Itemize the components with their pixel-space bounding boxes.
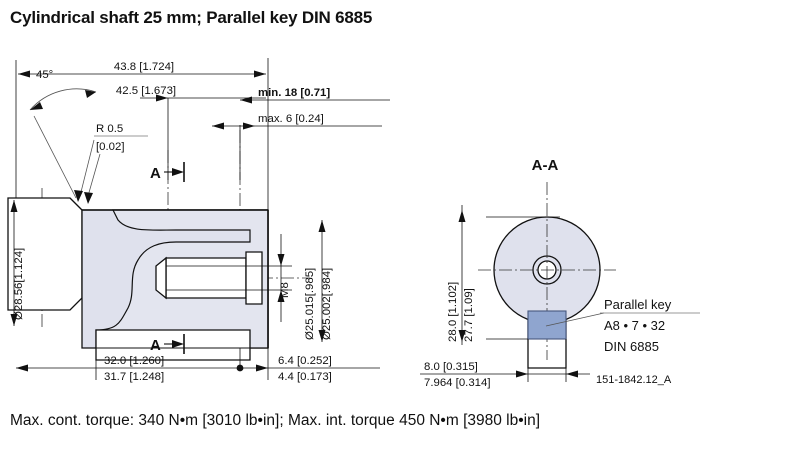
- dim-text-shaft-dia-min: Ø25.002[.984]: [321, 268, 333, 340]
- arrow-right-43-8: [254, 70, 266, 78]
- leader-radius-2: [87, 153, 101, 197]
- arrow-section-height-bottom: [458, 330, 466, 342]
- arrow-key-width-left: [516, 370, 528, 378]
- leader-parallel-key: [545, 312, 605, 327]
- dim-text-key-length-max: 32.0 [1.260]: [104, 355, 164, 367]
- arrow-bottom-right: [256, 364, 268, 372]
- dim-text-overall-length: 43.8 [1.724]: [114, 61, 174, 73]
- arrow-radius-2: [84, 192, 93, 204]
- arrow-bottom-left: [16, 364, 28, 372]
- dim-text-key-end-min: 4.4 [0.173]: [278, 371, 332, 383]
- drawing-number: 151-1842.12_A: [596, 374, 672, 386]
- dim-text-key-length-min: 31.7 [1.248]: [104, 371, 164, 383]
- bottom-dimensions: 32.0 [1.260] 31.7 [1.248] 6.4 [0.252] 4.…: [16, 348, 380, 383]
- dim-text-key-end-max: 6.4 [0.252]: [278, 355, 332, 367]
- bore-end-cap: [245, 251, 263, 305]
- dim-shaft-diameter: Ø25.015[.985] Ø25.002[.984]: [304, 220, 333, 342]
- top-dimensions: 43.8 [1.724] 42.5 [1.673] min. 18 [0.71]…: [15, 58, 390, 210]
- arrow-max6-left: [212, 122, 224, 130]
- chamfer-callouts: 45° R 0.5 [0.02]: [29, 69, 148, 204]
- dim-text-thread-max: max. 6 [0.24]: [258, 113, 324, 125]
- dim-text-key-width-max: 8.0 [0.315]: [424, 361, 478, 373]
- arrow-m8-top: [277, 254, 285, 266]
- chamfer-line: [69, 197, 83, 211]
- arrow-max6-right: [243, 122, 255, 130]
- parallel-key-callout: Parallel key A8 • 7 • 32 DIN 6885: [545, 297, 700, 354]
- arrow-min18: [240, 96, 252, 104]
- dim-text-section-height-max: 28.0 [1.102]: [447, 282, 459, 342]
- section-arrow-head-top: [172, 168, 184, 176]
- arrow-flange-dia-bottom: [10, 314, 18, 326]
- drawing-canvas: 43.8 [1.724] 42.5 [1.673] min. 18 [0.71]…: [7, 58, 700, 389]
- callout-text-line3: DIN 6885: [604, 339, 659, 354]
- dim-thread-max: max. 6 [0.24]: [212, 113, 382, 130]
- parallel-key: [527, 310, 567, 340]
- dim-flange-diameter: Ø28.56[1.124]: [10, 200, 25, 326]
- page-title: Cylindrical shaft 25 mm; Parallel key DI…: [10, 8, 373, 27]
- arrow-section-height-top: [458, 210, 466, 222]
- section-marker-top: A: [150, 162, 185, 182]
- arrow-42-5: [156, 94, 168, 102]
- dim-text-thread-min-depth: min. 18 [0.71]: [258, 87, 330, 99]
- right-vertical-dimensions: M8 Ø25.015[.985] Ø25.002[.984]: [246, 220, 333, 342]
- torque-specification: Max. cont. torque: 340 N•m [3010 lb•in];…: [10, 412, 541, 429]
- section-view-aa: A-A 28.0 [1.102] 27.7 [1.09] 8.0 [0.315]…: [420, 157, 700, 389]
- section-markers: A A: [150, 162, 185, 354]
- dim-m8: M8: [277, 234, 291, 322]
- section-marker-label-bottom: A: [150, 337, 161, 354]
- bore-nose-taper: [155, 256, 167, 300]
- dim-overall-length: 43.8 [1.724]: [18, 61, 266, 78]
- callout-text-line2: A8 • 7 • 32: [604, 318, 665, 333]
- dim-text-radius-mm: R 0.5: [96, 123, 123, 135]
- angle-arc: [29, 88, 97, 111]
- dim-text-shaft-length: 42.5 [1.673]: [116, 85, 176, 97]
- dim-text-chamfer-angle: 45°: [36, 69, 53, 81]
- section-view-label: A-A: [532, 157, 559, 174]
- side-view-geometry: [7, 130, 310, 361]
- section-marker-label-top: A: [150, 165, 161, 182]
- dim-text-shaft-dia-max: Ø25.015[.985]: [304, 268, 316, 340]
- dim-thread-min-depth: min. 18 [0.71]: [240, 87, 390, 104]
- arrow-flange-dia-top: [10, 200, 18, 212]
- section-arrow-head-bottom: [172, 340, 184, 348]
- dim-shaft-length: 42.5 [1.673]: [116, 85, 266, 102]
- callout-text-line1: Parallel key: [604, 297, 672, 312]
- technical-drawing: 43.8 [1.724] 42.5 [1.673] min. 18 [0.71]…: [0, 30, 800, 400]
- dim-text-section-height-min: 27.7 [1.09]: [463, 288, 475, 342]
- arrow-left-43-8: [18, 70, 30, 78]
- leader-45deg: [33, 115, 77, 199]
- m8-bore: [165, 257, 247, 299]
- arrow-m8-bottom: [277, 290, 285, 302]
- dim-dot-bottom: [236, 364, 244, 372]
- section-marker-bottom: A: [150, 334, 185, 354]
- arrow-angle-left: [30, 102, 43, 110]
- arrow-key-width-right: [566, 370, 578, 378]
- dim-text-radius-in: [0.02]: [96, 141, 125, 153]
- arrow-shaft-dia-top: [318, 220, 326, 232]
- arrow-radius-1: [74, 190, 83, 202]
- dim-text-key-width-min: 7.964 [0.314]: [424, 377, 491, 389]
- dim-text-m8: M8: [279, 282, 291, 298]
- arrow-shaft-dia-bottom: [318, 330, 326, 342]
- leader-radius-1: [79, 139, 95, 197]
- dim-text-flange-diameter: Ø28.56[1.124]: [13, 248, 25, 320]
- arrow-angle-right: [85, 90, 96, 98]
